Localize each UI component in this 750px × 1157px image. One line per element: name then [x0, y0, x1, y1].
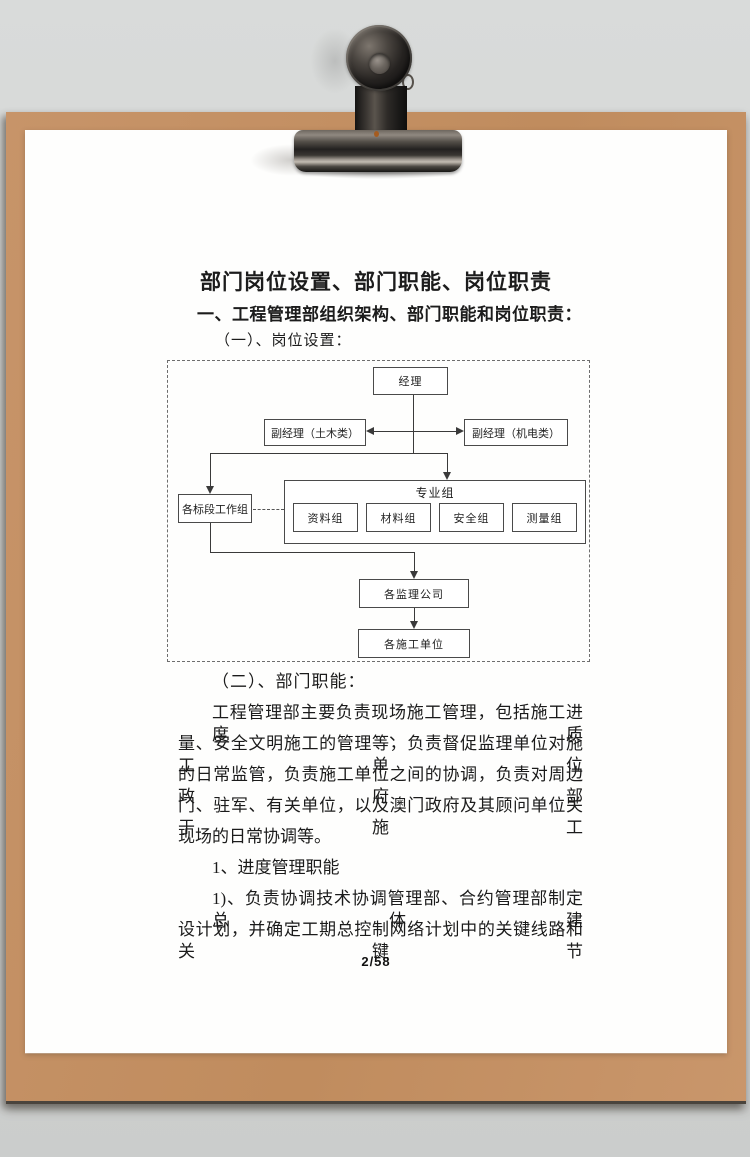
clip-wire-loop [402, 74, 414, 90]
list-item-heading: 1、进度管理职能 [212, 858, 340, 877]
subsection-position-setup: （一）、岗位设置： [215, 333, 352, 349]
connector-branch-horizontal [210, 453, 447, 454]
body-line: 现场的日常协调等。 [178, 827, 331, 846]
org-node-manager: 经理 [373, 367, 448, 395]
org-node-subgroup: 测量组 [512, 503, 577, 532]
clip-center-hole [369, 53, 390, 74]
org-node-supervision: 各监理公司 [359, 579, 469, 608]
body-line: 的日常监管，负责施工单位之间的协调，负责对周边政府部 [178, 765, 583, 806]
arrowhead-left-icon [366, 427, 374, 435]
arrowhead-right-icon [456, 427, 464, 435]
subsection-department-functions: （二）、部门职能： [212, 672, 366, 691]
connector-teams-down [210, 523, 211, 552]
connector-to-section-teams [210, 453, 211, 486]
clip-base-bar [294, 130, 462, 172]
org-node-section-teams: 各标段工作组 [178, 494, 252, 523]
arrowhead-down-icon [410, 621, 418, 629]
clip-neck [355, 86, 407, 136]
connector-dashdot [253, 509, 284, 510]
connector-teams-horizontal [210, 552, 415, 553]
connector-manager-down [413, 395, 414, 453]
body-line: 门、驻军、有关单位，以及澳门政府及其顾问单位关于施工 [178, 796, 583, 837]
connector-to-supervision [414, 552, 415, 571]
arrowhead-down-icon [443, 472, 451, 480]
org-node-deputy-civil: 副经理（土木类） [264, 419, 366, 446]
org-chart: 经理 副经理（土木类） 副经理（机电类） 各标段工作组 专业组 资料组 材料组 … [167, 360, 590, 662]
body-line: 量、安全文明施工的管理等，负责督促监理单位对施工单位 [178, 734, 583, 775]
section-heading: 一、工程管理部组织架构、部门职能和岗位职责： [197, 305, 582, 324]
specialty-group-label: 专业组 [415, 486, 455, 500]
org-node-construction: 各施工单位 [358, 629, 470, 658]
list-line: 1)、负责协调技术协调管理部、合约管理部制定总体建 [212, 889, 583, 930]
specialty-subgroup-row: 资料组 材料组 安全组 测量组 [285, 503, 585, 532]
org-node-subgroup: 资料组 [293, 503, 358, 532]
page-title: 部门岗位设置、部门职能、岗位职责 [200, 271, 552, 294]
list-line: 设计划，并确定工期总控制网络计划中的关键线路和关键节 [178, 920, 583, 961]
arrowhead-down-icon [410, 571, 418, 579]
connector-to-specialty [447, 453, 448, 472]
arrowhead-down-icon [206, 486, 214, 494]
org-node-deputy-mech: 副经理（机电类） [464, 419, 568, 446]
body-line: 工程管理部主要负责现场施工管理，包括施工进度、质 [212, 703, 583, 744]
connector-deputies [374, 431, 456, 432]
connector-to-construction [414, 608, 415, 621]
org-specialty-group: 专业组 资料组 材料组 安全组 测量组 [284, 480, 586, 544]
page-number: 2/58 [361, 954, 391, 969]
org-node-subgroup: 材料组 [366, 503, 431, 532]
clip-rivet-dot [374, 131, 379, 137]
org-node-subgroup: 安全组 [439, 503, 504, 532]
